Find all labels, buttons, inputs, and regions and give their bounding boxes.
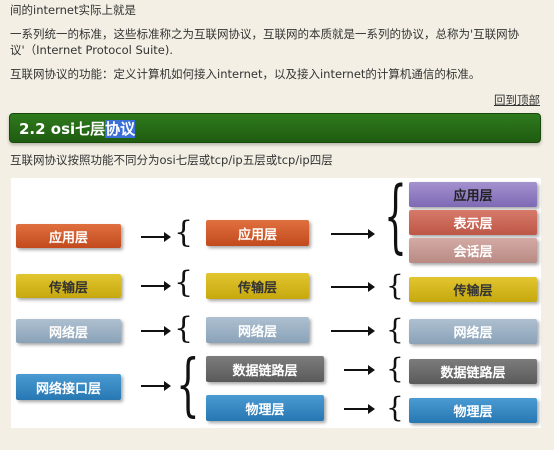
- brace-icon: {: [386, 391, 404, 424]
- osi-network-layer: 网络层: [409, 319, 537, 344]
- tcpip4-transport-layer: 传输层: [16, 274, 121, 298]
- arrow-icon: [141, 281, 171, 291]
- arrow-icon: [141, 381, 171, 391]
- brace-icon: {: [174, 311, 194, 346]
- tcpip5-network-layer: 网络层: [206, 317, 309, 343]
- tcpip5-physical-layer: 物理层: [206, 395, 324, 421]
- tcpip4-network-layer: 网络层: [16, 319, 121, 343]
- paragraph-text: 议'（Internet Protocol Suite).: [10, 43, 173, 57]
- tcpip4-application-layer: 应用层: [16, 224, 121, 248]
- brace-icon: {: [174, 215, 194, 250]
- tcpip4-network-interface-layer: 网络接口层: [16, 374, 121, 400]
- intro-text: 互联网协议按照功能不同分为osi七层或tcp/ip五层或tcp/ip四层: [10, 153, 333, 167]
- osi-layer-diagram: 应用层 传输层 网络层 网络接口层 { { { { 应用层 传输层 网络层 数据…: [11, 169, 541, 428]
- tcpip5-application-layer: 应用层: [206, 220, 309, 246]
- tcpip5-transport-layer: 传输层: [206, 273, 309, 299]
- arrow-icon: [344, 365, 375, 375]
- paragraph-text: 间的internet实际上就是: [10, 3, 136, 17]
- osi-transport-layer: 传输层: [409, 277, 537, 302]
- osi-session-layer: 会话层: [409, 238, 537, 263]
- brace-icon: {: [174, 265, 194, 300]
- paragraph-text: 互联网协议的功能：定义计算机如何接入internet，以及接入internet的…: [10, 67, 481, 81]
- arrow-icon: [344, 404, 375, 414]
- arrow-icon: [141, 326, 171, 336]
- brace-icon: {: [386, 269, 404, 302]
- brace-icon: {: [386, 352, 404, 385]
- arrow-icon: [331, 282, 375, 292]
- paragraph-text: 一系列统一的标准，这些标准称之为互联网协议，互联网的本质就是一系列的协议，总称为…: [10, 27, 520, 41]
- osi-presentation-layer: 表示层: [409, 210, 537, 235]
- osi-physical-layer: 物理层: [409, 398, 537, 423]
- arrow-icon: [141, 232, 171, 242]
- arrow-icon: [331, 229, 375, 239]
- back-to-top-link[interactable]: 回到顶部: [494, 93, 540, 107]
- brace-icon: {: [386, 313, 404, 346]
- section-title-text: 2.2 osi七层: [19, 120, 106, 138]
- osi-data-link-layer: 数据链路层: [409, 359, 537, 384]
- section-title: 2.2 osi七层协议: [19, 119, 136, 139]
- arrow-icon: [331, 326, 375, 336]
- selected-text-highlight: 协议: [105, 120, 136, 138]
- brace-icon: {: [384, 169, 407, 262]
- brace-icon: {: [176, 346, 200, 425]
- section-header-bar: 2.2 osi七层协议: [9, 113, 541, 143]
- osi-application-layer: 应用层: [409, 182, 537, 207]
- tcpip5-data-link-layer: 数据链路层: [206, 356, 324, 382]
